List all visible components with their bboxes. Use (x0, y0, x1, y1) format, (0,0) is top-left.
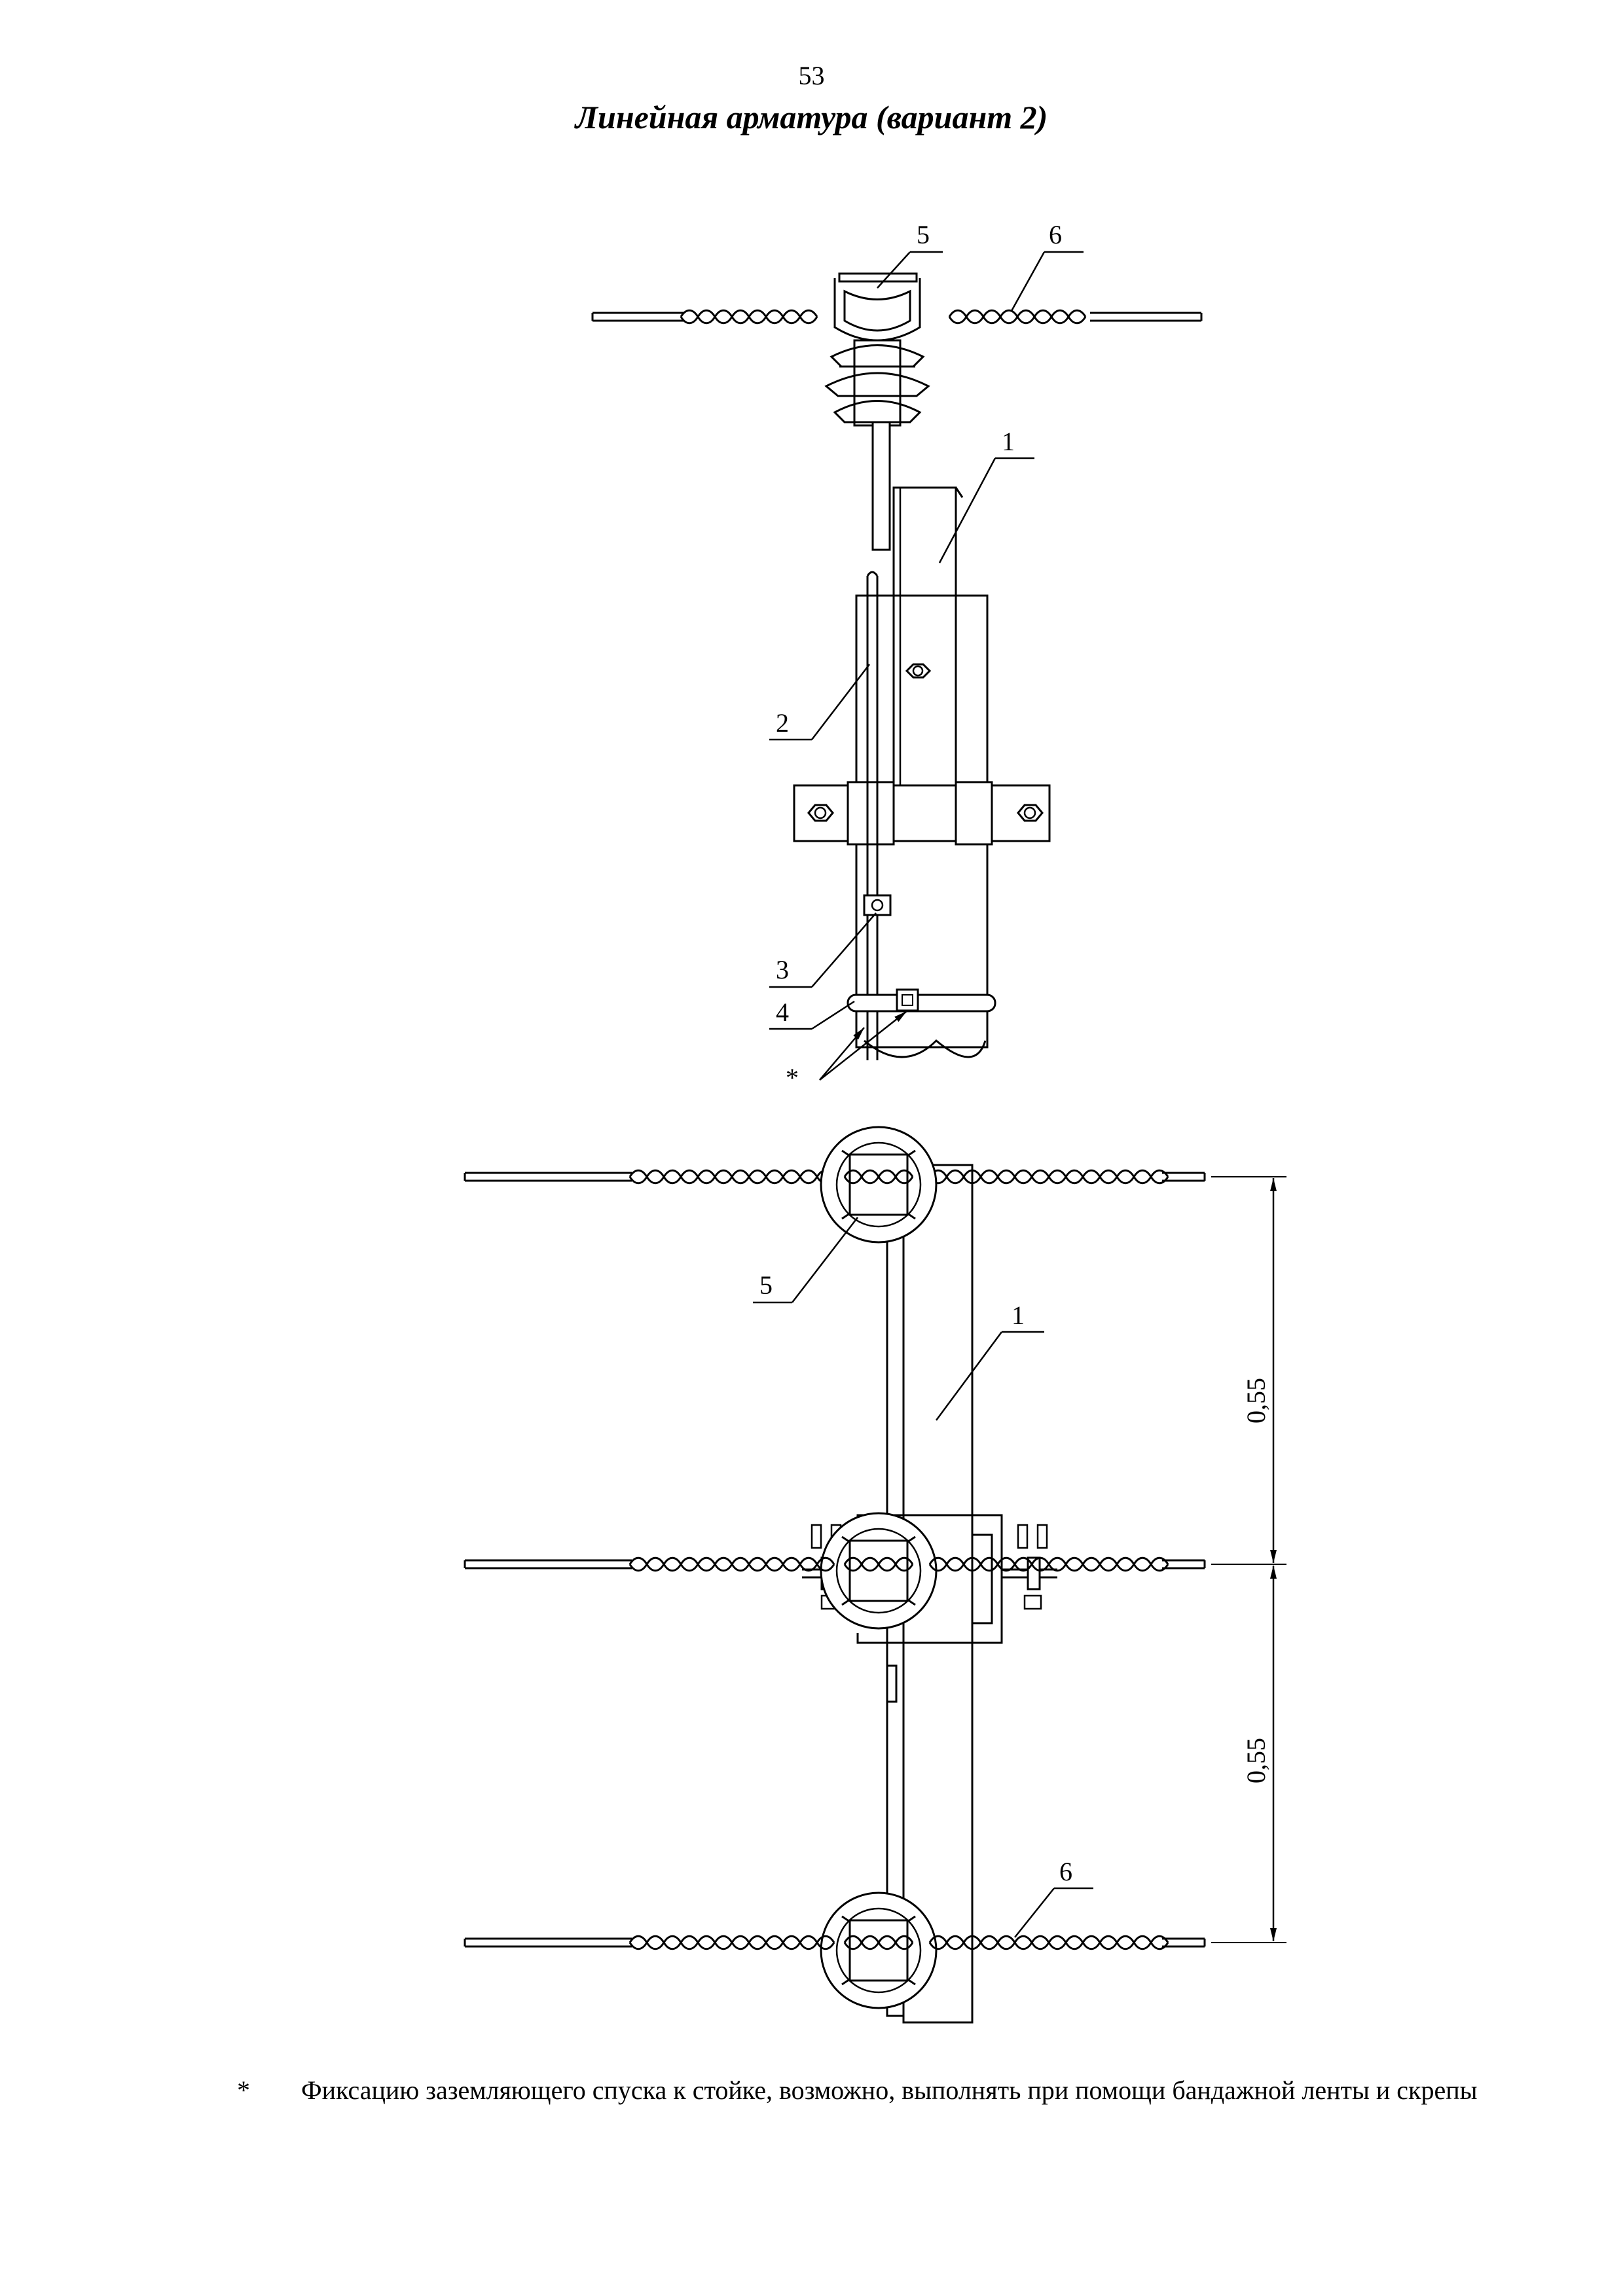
nut-right (1002, 1524, 1057, 1610)
page-title: Линейная арматура (вариант 2) (575, 99, 1048, 135)
clamp-4 (847, 988, 996, 1013)
clamp-3 (863, 894, 892, 916)
pole-clamp-band (793, 781, 1051, 846)
label-5: 5 (917, 220, 930, 249)
label-1: 1 (1002, 427, 1015, 456)
dimension-upper: 0,55 (1241, 1378, 1271, 1424)
front-view: 0,55 0,55 5 1 6 (464, 1126, 1286, 2024)
top-callouts: 5 6 1 2 3 4 * (769, 220, 1084, 1092)
front-label-6: 6 (1059, 1857, 1072, 1886)
conductor-bottom (464, 1892, 1206, 2009)
conductor-middle (464, 1512, 1206, 1630)
ground-conductor-2 (866, 571, 879, 1060)
label-2: 2 (776, 708, 789, 738)
front-callouts: 5 1 6 (753, 1217, 1093, 1938)
top-wire (591, 309, 1203, 325)
dimension-lower: 0,55 (1241, 1738, 1271, 1784)
label-4: 4 (776, 997, 789, 1027)
top-view: 5 6 1 2 3 4 * (591, 220, 1203, 1092)
label-asterisk: * (786, 1063, 799, 1092)
conductor-top (464, 1126, 1206, 1244)
label-3: 3 (776, 955, 789, 984)
footnote-text: Фиксацию заземляющего спуска к стойке, в… (301, 2075, 1478, 2105)
insulator-pin (871, 421, 891, 551)
front-label-5: 5 (759, 1270, 773, 1300)
label-6: 6 (1049, 220, 1062, 249)
fitting-5-cap (833, 272, 921, 342)
footnote-mark: * (237, 2075, 250, 2105)
footnote: * Фиксацию заземляющего спуска к стойке, … (237, 2073, 1520, 2108)
insulator-middle (820, 1512, 938, 1630)
front-label-1: 1 (1012, 1300, 1025, 1330)
page-number: 53 (798, 61, 825, 90)
insulator-top (820, 1126, 938, 1244)
insulator-bottom (820, 1892, 938, 2009)
insulator (824, 339, 930, 427)
dimension-lines: 0,55 0,55 (1211, 1176, 1286, 1943)
